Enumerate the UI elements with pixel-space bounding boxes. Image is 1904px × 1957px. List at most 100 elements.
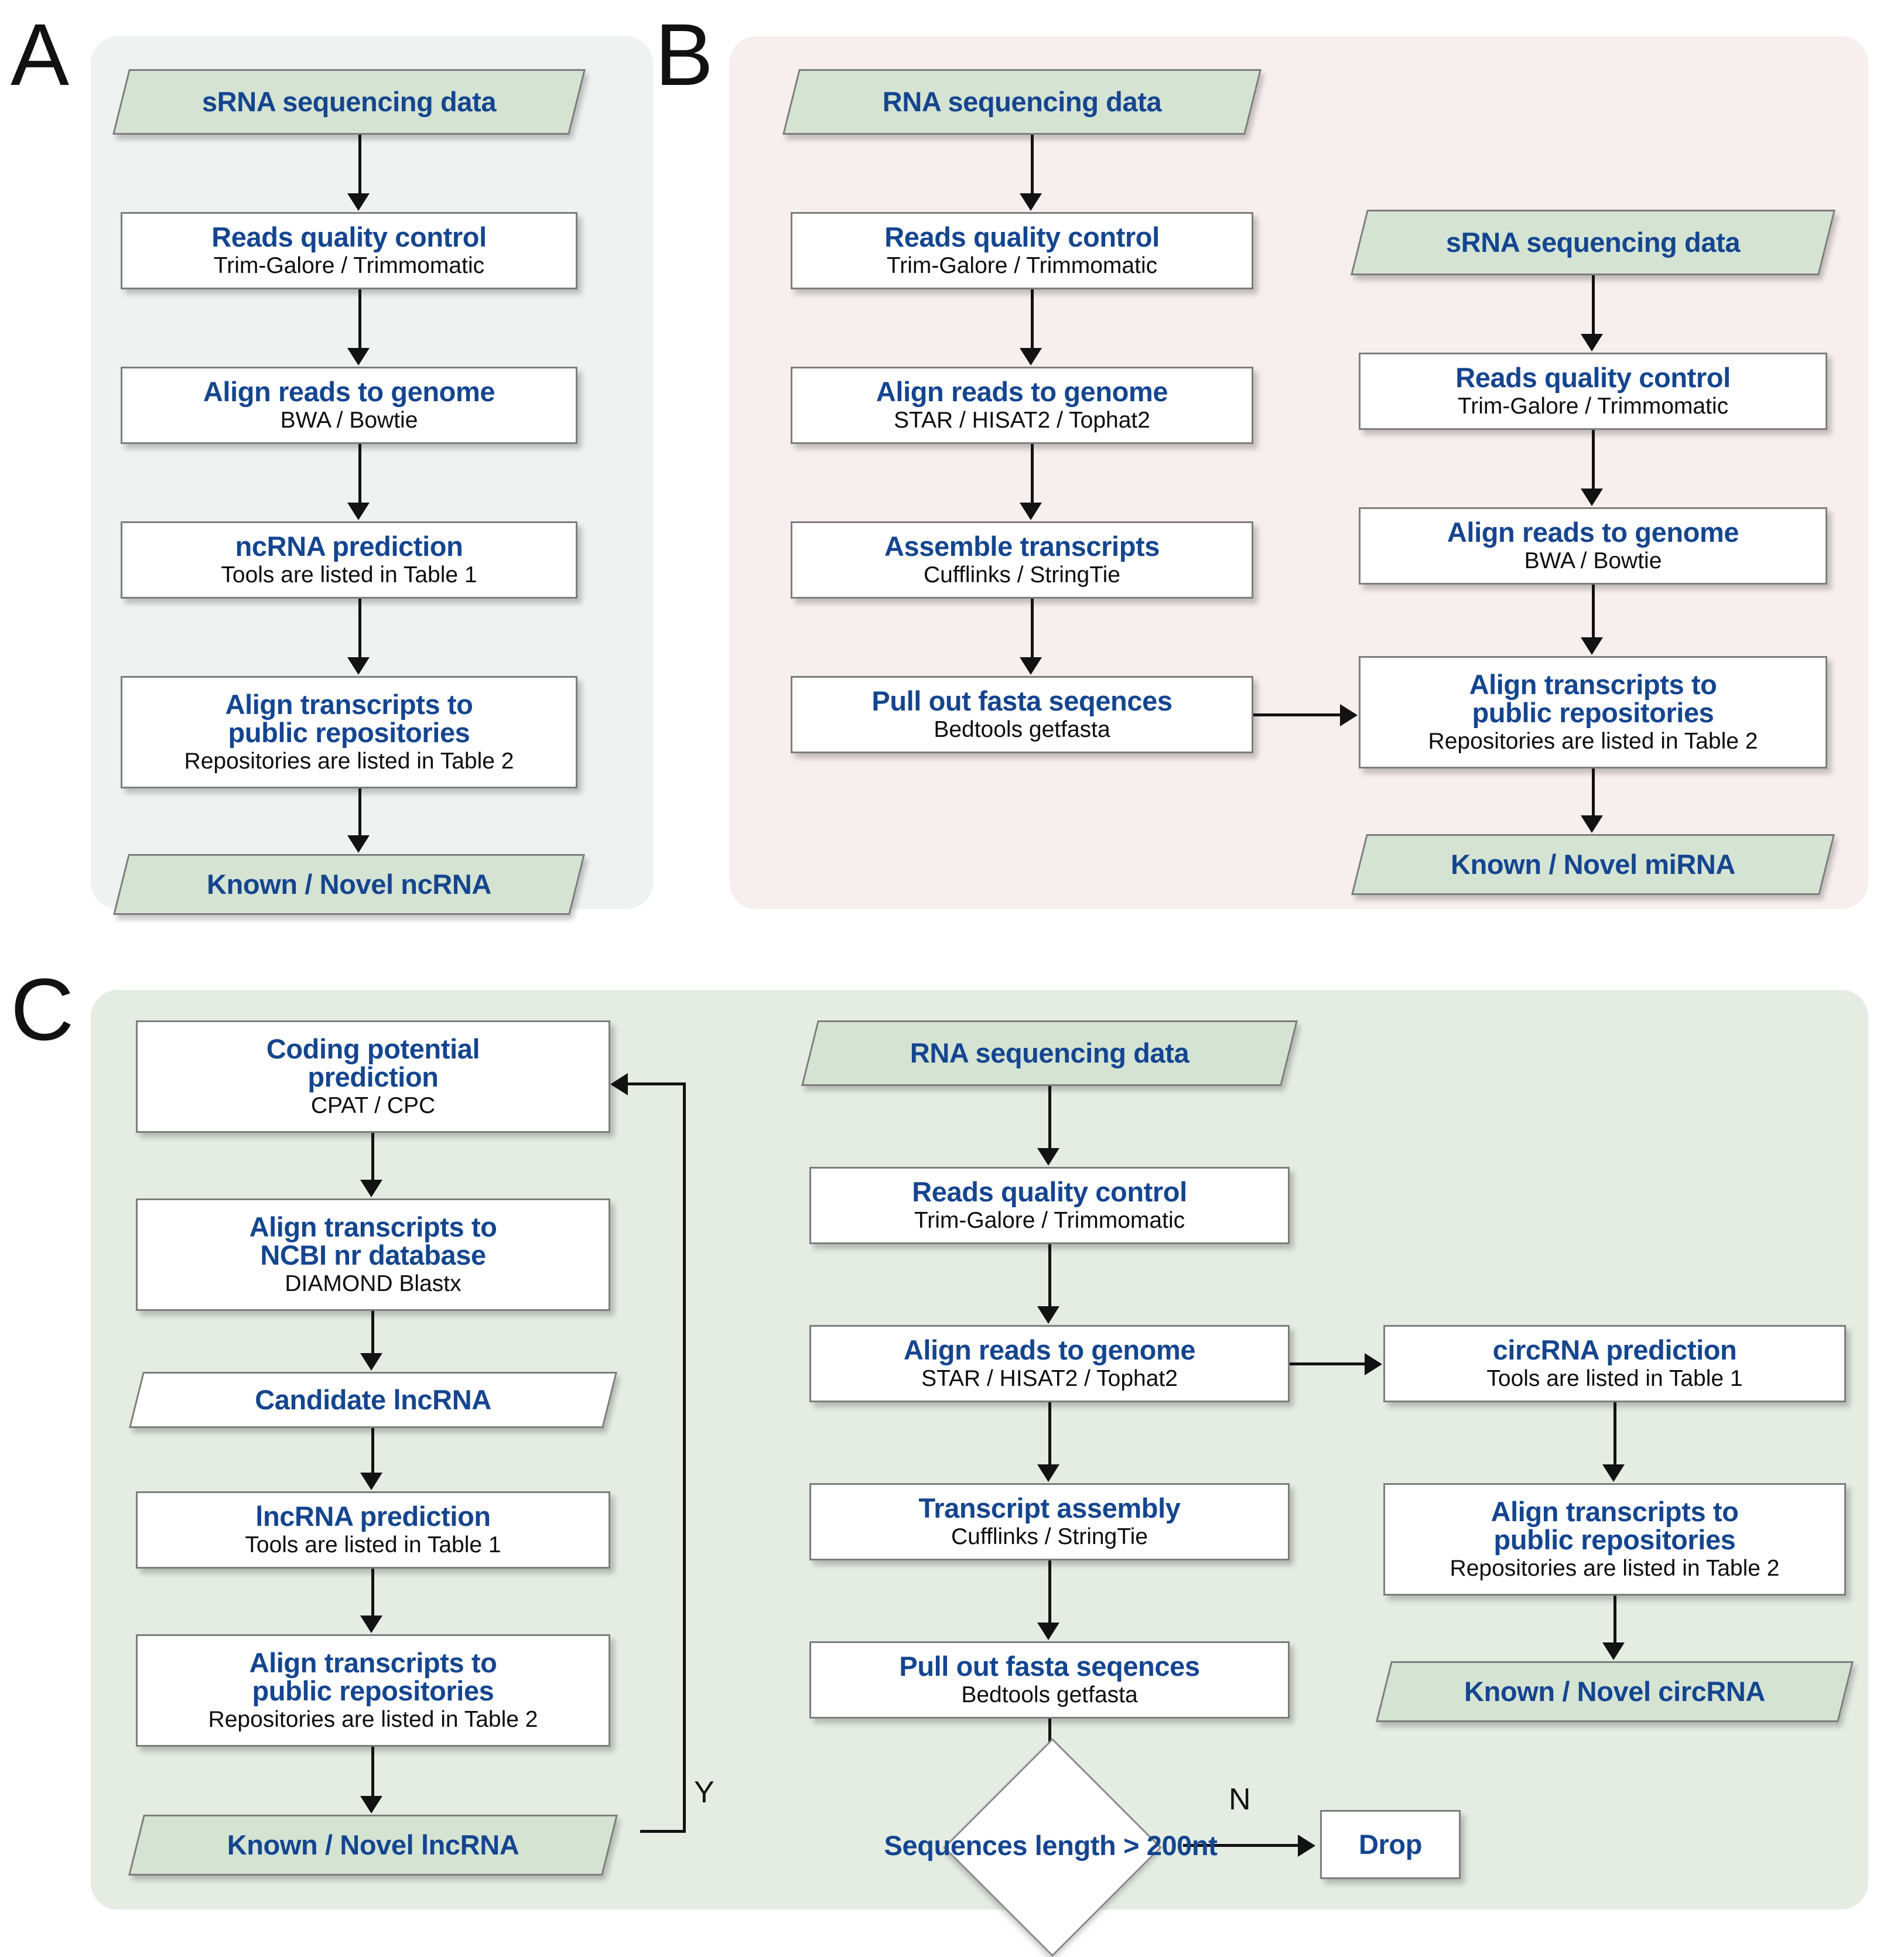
node-align-transcripts-public-repositories-b[interactable]: Align transcripts to public repositories… [1359, 656, 1827, 769]
arrow-head [1037, 1623, 1059, 1640]
panel-c-background [91, 990, 1868, 1910]
arrow-head [347, 835, 370, 853]
node-subtitle: Bedtools getfasta [934, 716, 1110, 742]
connector-c12-c13 [1183, 1844, 1300, 1847]
node-title: Candidate lncRNA [255, 1384, 491, 1415]
arrow-head [1037, 1306, 1059, 1324]
diamond-text-wrap: Sequences length > 200nt [884, 1770, 1218, 1921]
node-title-line2: prediction [307, 1061, 439, 1093]
connector-c8-c9 [1048, 1244, 1051, 1309]
connector-b9-b10 [1592, 769, 1595, 818]
node-align-transcripts-public-repositories-a[interactable]: Align transcripts to public repositories… [121, 676, 577, 788]
node-candidate-lncrna-c[interactable]: Candidate lncRNA [129, 1372, 617, 1428]
node-title-line2: NCBI nr database [260, 1239, 486, 1271]
node-align-transcripts-public-repositories-c2[interactable]: Align transcripts to public repositories… [1383, 1483, 1846, 1596]
node-title-line1: Align transcripts to [249, 1211, 497, 1242]
connector-a2-a3 [358, 289, 361, 350]
arrow-head [1298, 1835, 1315, 1857]
node-title: Pull out fasta seqences [871, 685, 1173, 716]
arrow-head [347, 193, 370, 211]
edge-label-yes: Y [694, 1775, 715, 1809]
arrow-head [1020, 503, 1042, 520]
node-subtitle: STAR / HISAT2 / Tophat2 [894, 407, 1150, 433]
node-subtitle: DIAMOND Blastx [285, 1271, 462, 1297]
node-align-reads-to-genome-a[interactable]: Align reads to genome BWA / Bowtie [121, 367, 577, 444]
connector-c5-c6 [371, 1747, 374, 1798]
connector-c10-c11 [1048, 1560, 1051, 1625]
node-title: Align reads to genome [203, 376, 495, 407]
panel-b-background [729, 36, 1868, 909]
arrow-head [1037, 1464, 1059, 1482]
node-title: sRNA sequencing data [201, 86, 497, 117]
arrow-head [1020, 657, 1042, 675]
node-srna-sequencing-data-a[interactable]: sRNA sequencing data [112, 69, 586, 135]
node-subtitle: Tools are listed in Table 1 [245, 1532, 501, 1558]
node-title: Reads quality control [211, 221, 487, 252]
connector-b6-b7 [1592, 275, 1595, 336]
arrow-head [347, 657, 370, 675]
node-title: Align reads to genome [1447, 517, 1739, 548]
panel-label-b: B [655, 5, 714, 104]
node-ncrna-prediction-a[interactable]: ncRNA prediction Tools are listed in Tab… [121, 521, 577, 599]
node-drop-c[interactable]: Drop [1320, 1810, 1461, 1879]
node-title: Drop [1358, 1828, 1423, 1860]
node-align-reads-to-genome-b2[interactable]: Align reads to genome BWA / Bowtie [1359, 507, 1827, 585]
node-reads-quality-control-b2[interactable]: Reads quality control Trim-Galore / Trim… [1359, 353, 1827, 430]
arrow-head [1602, 1642, 1625, 1660]
node-assemble-transcripts-b[interactable]: Assemble transcripts Cufflinks / StringT… [791, 521, 1253, 599]
connector-c9-c10 [1048, 1402, 1051, 1467]
node-align-reads-to-genome-b[interactable]: Align reads to genome STAR / HISAT2 / To… [791, 367, 1253, 444]
node-reads-quality-control-b[interactable]: Reads quality control Trim-Galore / Trim… [791, 212, 1253, 289]
node-reads-quality-control-c[interactable]: Reads quality control Trim-Galore / Trim… [809, 1167, 1290, 1244]
arrow-head [1581, 815, 1603, 833]
arrow-head [1037, 1148, 1059, 1166]
node-transcript-assembly-c[interactable]: Transcript assembly Cufflinks / StringTi… [809, 1483, 1290, 1560]
node-align-transcripts-public-repositories-c[interactable]: Align transcripts to public repositories… [136, 1634, 610, 1747]
node-title: Reads quality control [1455, 362, 1731, 393]
connector-c2-c3 [371, 1311, 374, 1355]
node-title-line1: Align transcripts to [249, 1647, 497, 1678]
node-align-reads-to-genome-c[interactable]: Align reads to genome STAR / HISAT2 / To… [809, 1325, 1290, 1402]
node-title: Assemble transcripts [884, 531, 1160, 562]
node-known-novel-ncrna-a[interactable]: Known / Novel ncRNA [113, 854, 585, 915]
node-coding-potential-prediction-c[interactable]: Coding potential prediction CPAT / CPC [136, 1020, 610, 1133]
node-pull-out-fasta-seqences-c[interactable]: Pull out fasta seqences Bedtools getfast… [809, 1641, 1290, 1719]
node-known-novel-lncrna-c[interactable]: Known / Novel lncRNA [128, 1815, 618, 1876]
node-subtitle: BWA / Bowtie [280, 407, 418, 433]
connector-b3-b4 [1031, 444, 1034, 505]
node-title-line2: public repositories [1472, 697, 1714, 729]
node-subtitle: Repositories are listed in Table 2 [184, 749, 514, 774]
connector-c3-c4 [371, 1428, 374, 1475]
node-circrna-prediction-c[interactable]: circRNA prediction Tools are listed in T… [1383, 1325, 1846, 1402]
connector-a1-a2 [358, 135, 361, 196]
node-rna-sequencing-data-c[interactable]: RNA sequencing data [801, 1020, 1298, 1086]
node-srna-sequencing-data-b[interactable]: sRNA sequencing data [1351, 210, 1835, 275]
node-subtitle: Cufflinks / StringTie [924, 562, 1120, 588]
arrow-head [360, 1473, 382, 1490]
node-subtitle: Bedtools getfasta [961, 1682, 1138, 1707]
node-known-novel-circrna-c[interactable]: Known / Novel circRNA [1376, 1661, 1854, 1722]
node-subtitle: Trim-Galore / Trimmomatic [213, 252, 485, 278]
node-reads-quality-control-a[interactable]: Reads quality control Trim-Galore / Trim… [121, 212, 577, 289]
node-title: Sequences length > 200nt [884, 1829, 1218, 1861]
connector-a5-a6 [358, 788, 361, 838]
node-rna-sequencing-data-b[interactable]: RNA sequencing data [782, 69, 1262, 135]
node-sequences-length-decision-c[interactable]: Sequences length > 200nt [884, 1738, 1218, 1957]
connector-b1-b2 [1031, 135, 1034, 196]
node-pull-out-fasta-seqences-b[interactable]: Pull out fasta seqences Bedtools getfast… [791, 676, 1253, 753]
node-known-novel-mirna-b[interactable]: Known / Novel miRNA [1351, 834, 1835, 895]
connector-b5-b9 [1253, 713, 1342, 716]
node-title: Pull out fasta seqences [899, 1651, 1200, 1682]
connector-b8-b9 [1592, 585, 1595, 640]
node-title: Known / Novel lncRNA [227, 1829, 519, 1860]
arrow-head [1602, 1464, 1625, 1482]
node-align-transcripts-ncbi-nr-database-c[interactable]: Align transcripts to NCBI nr database DI… [136, 1198, 610, 1311]
connector-a3-a4 [358, 444, 361, 505]
connector-c14-c15 [1614, 1402, 1616, 1467]
connector-a4-a5 [358, 599, 361, 660]
arrow-head [360, 1353, 382, 1371]
connector-c9-c14 [1290, 1362, 1367, 1365]
node-lncrna-prediction-c[interactable]: lncRNA prediction Tools are listed in Ta… [136, 1491, 610, 1569]
node-subtitle: Tools are listed in Table 1 [221, 562, 477, 588]
node-title: lncRNA prediction [255, 1501, 491, 1532]
